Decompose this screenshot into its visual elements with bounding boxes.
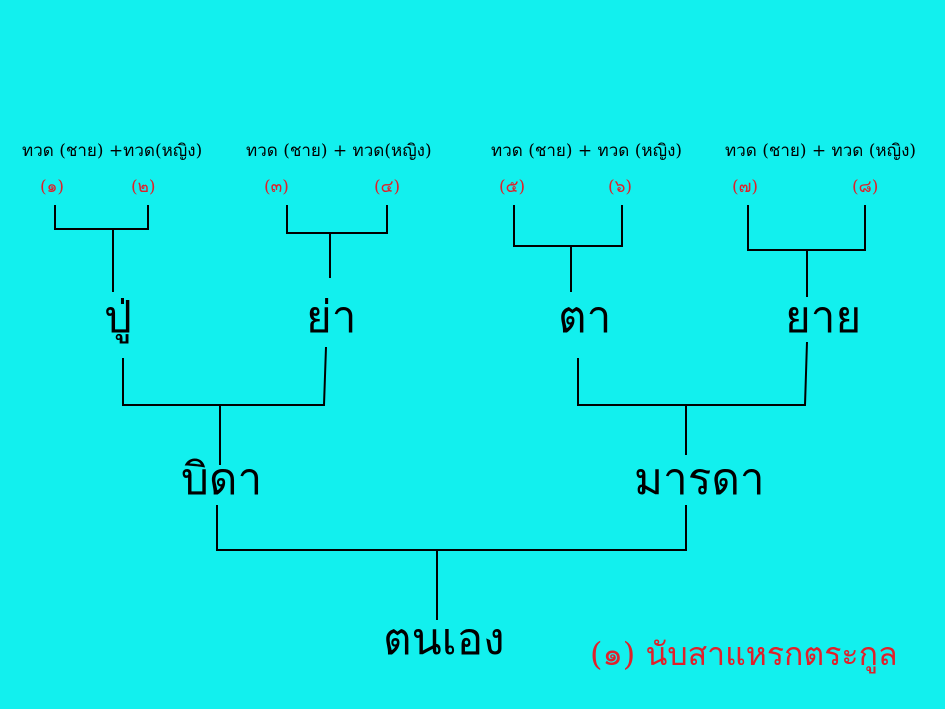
grandmother-paternal: ย่า (306, 292, 357, 343)
grandfather-maternal: ตา (558, 292, 612, 343)
great-grandparents-label-3: ทวด (ชาย) + ทวด (หญิง) (491, 141, 683, 161)
grandfather-paternal: ปู่ (104, 292, 132, 343)
grandmother-maternal: ยาย (785, 292, 862, 343)
connector-great-1-2 (54, 205, 149, 292)
number-1: (๑) (40, 177, 65, 197)
connector-great-7-8 (747, 205, 866, 297)
number-2: (๒) (131, 177, 156, 197)
number-5: (๕) (499, 177, 526, 197)
diagram-caption: (๑) นับสาแหรกตระกูล (590, 635, 898, 673)
number-7: (๗) (732, 177, 759, 197)
number-6: (๖) (608, 177, 633, 197)
self: ตนเอง (383, 614, 505, 665)
great-grandparents-label-2: ทวด (ชาย) + ทวด(หญิง) (246, 141, 432, 161)
number-8: (๘) (852, 177, 879, 197)
great-grandparents-label-1: ทวด (ชาย) +ทวด(หญิง) (22, 141, 203, 161)
number-4: (๔) (374, 177, 401, 197)
connector-maternal-grandparents (577, 341, 808, 455)
father: บิดา (181, 454, 263, 505)
connector-great-3-4 (286, 205, 388, 278)
number-3: (๓) (264, 177, 289, 197)
connector-paternal-grandparents (122, 346, 327, 465)
connector-parents (216, 505, 687, 620)
great-grandparents-label-4: ทวด (ชาย) + ทวด (หญิง) (725, 141, 917, 161)
mother: มารดา (634, 454, 765, 505)
connector-great-5-6 (513, 205, 623, 292)
